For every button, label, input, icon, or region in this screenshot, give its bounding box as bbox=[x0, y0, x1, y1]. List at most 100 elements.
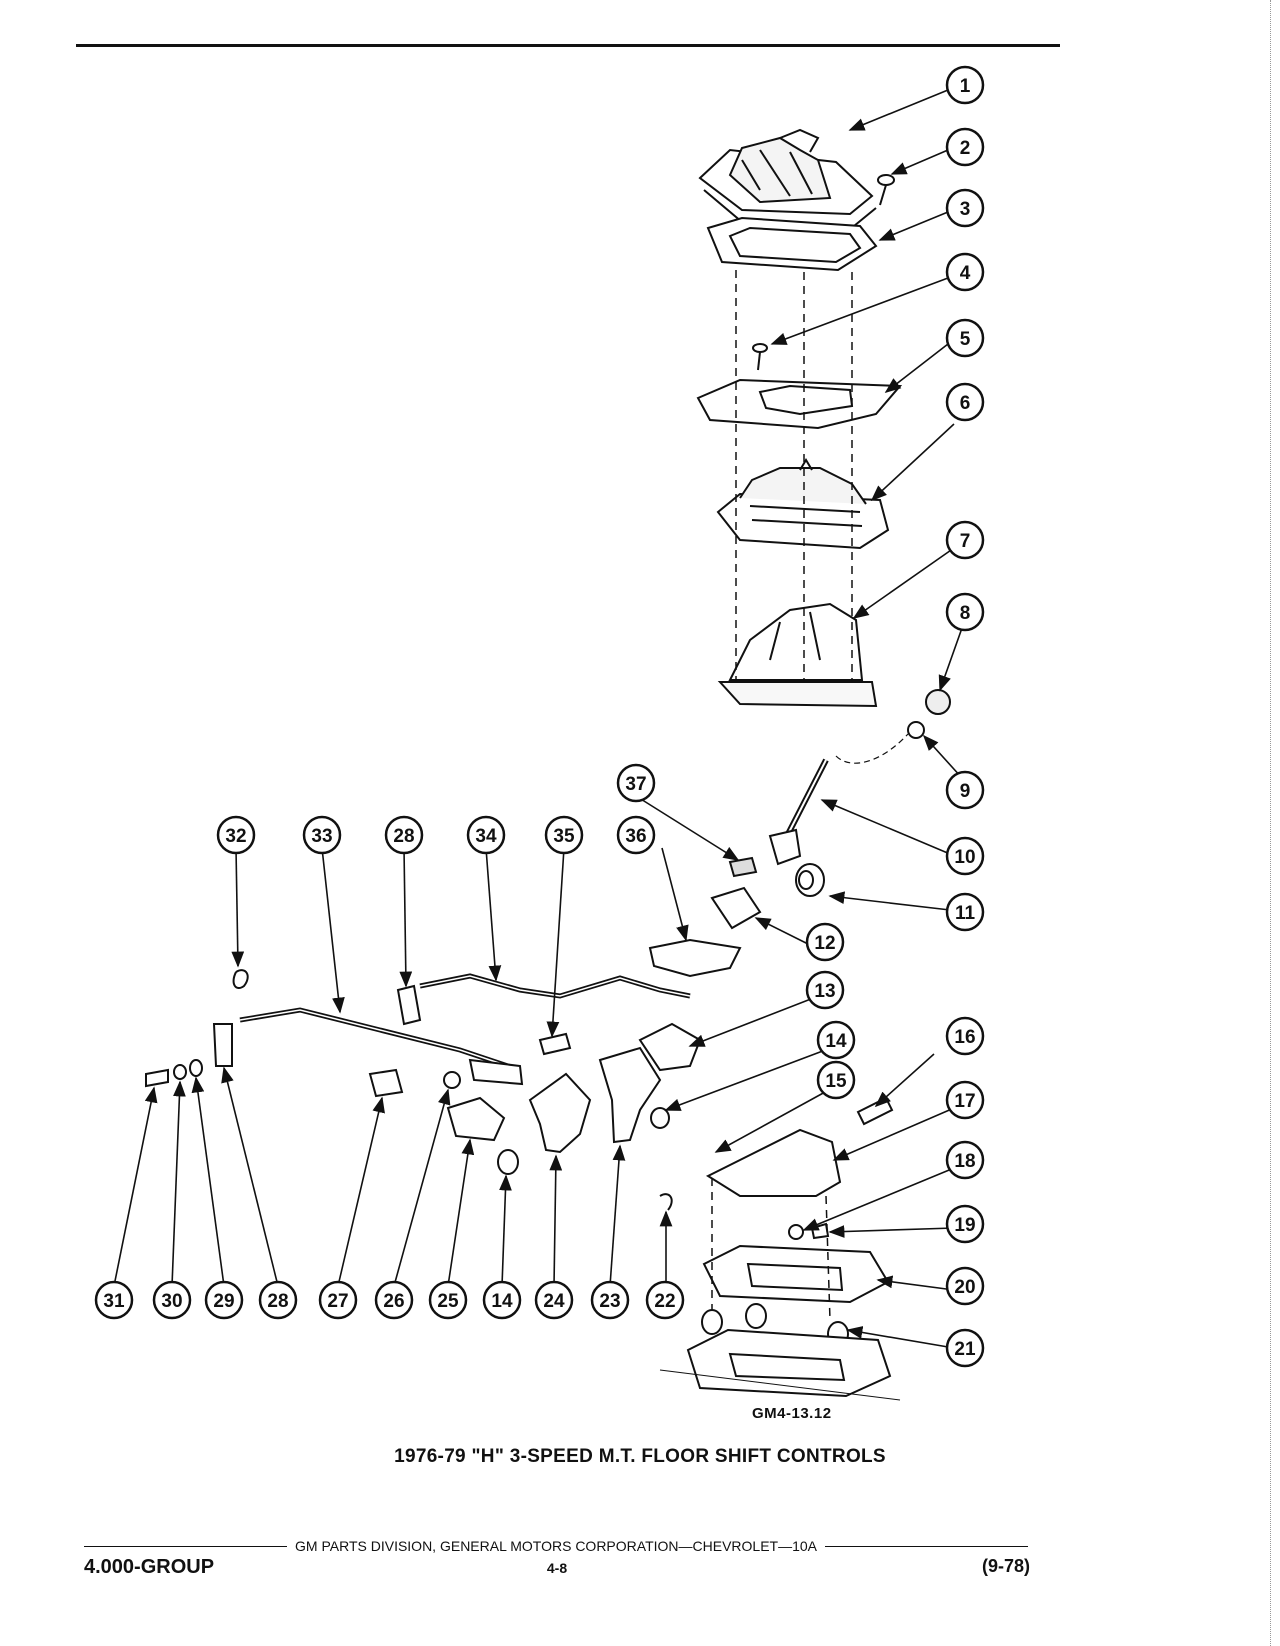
callout-14: 14 bbox=[482, 1280, 522, 1320]
callout-3: 3 bbox=[945, 188, 985, 228]
callout-label: 6 bbox=[960, 393, 971, 414]
lever-part-13 bbox=[638, 1022, 702, 1072]
callout-label: 9 bbox=[960, 781, 971, 802]
callout-circle bbox=[945, 318, 985, 358]
callout-28: 28 bbox=[258, 1280, 298, 1320]
callout-20: 20 bbox=[945, 1266, 985, 1306]
callout-circle bbox=[616, 815, 656, 855]
callout-circle bbox=[945, 592, 985, 632]
callout-circle bbox=[945, 836, 985, 876]
callout-5: 5 bbox=[945, 318, 985, 358]
callout-27: 27 bbox=[318, 1280, 358, 1320]
bolt-part-31 bbox=[145, 1068, 169, 1088]
callout-circle bbox=[945, 1328, 985, 1368]
callout-label: 14 bbox=[825, 1031, 847, 1052]
callout-label: 28 bbox=[393, 826, 414, 847]
housing-part-17 bbox=[705, 1128, 842, 1197]
callout-16: 16 bbox=[945, 1016, 985, 1056]
callout-circle bbox=[816, 1060, 856, 1100]
callout-circle bbox=[466, 815, 506, 855]
lever-part-23 bbox=[598, 1046, 662, 1144]
callout-18: 18 bbox=[945, 1140, 985, 1180]
callout-circle bbox=[945, 188, 985, 228]
shift-boot-part bbox=[698, 128, 877, 228]
callout-8: 8 bbox=[945, 592, 985, 632]
plate-part-25 bbox=[446, 1096, 506, 1142]
callout-label: 4 bbox=[960, 263, 971, 284]
retainer-part bbox=[706, 216, 878, 272]
callout-circle bbox=[945, 770, 985, 810]
nut-part-26 bbox=[443, 1071, 461, 1089]
callout-label: 23 bbox=[599, 1291, 620, 1312]
switch-part-27 bbox=[368, 1068, 404, 1098]
callout-22: 22 bbox=[645, 1280, 685, 1320]
stud-part-35 bbox=[538, 1032, 572, 1056]
callout-11: 11 bbox=[945, 892, 985, 932]
knob-part bbox=[925, 689, 951, 715]
grommet-part bbox=[795, 863, 825, 897]
callout-circle bbox=[94, 1280, 134, 1320]
callout-label: 36 bbox=[625, 826, 646, 847]
callout-4: 4 bbox=[945, 252, 985, 292]
insert-part-37 bbox=[728, 856, 758, 878]
callout-label: 13 bbox=[814, 981, 835, 1002]
callout-circle bbox=[805, 922, 845, 962]
callout-label: 29 bbox=[213, 1291, 234, 1312]
callout-14: 14 bbox=[816, 1020, 856, 1060]
callout-28: 28 bbox=[384, 815, 424, 855]
callout-30: 30 bbox=[152, 1280, 192, 1320]
callout-label: 3 bbox=[960, 199, 971, 220]
mounts-part-21 bbox=[701, 1303, 849, 1347]
callout-label: 10 bbox=[954, 847, 975, 868]
callout-6: 6 bbox=[945, 382, 985, 422]
callout-circle bbox=[645, 1280, 685, 1320]
callout-24: 24 bbox=[534, 1280, 574, 1320]
callout-label: 31 bbox=[103, 1291, 125, 1312]
footer-page-number: 4-8 bbox=[546, 1560, 568, 1576]
callout-circle bbox=[544, 815, 584, 855]
figure-code: GM4-13.12 bbox=[752, 1405, 832, 1422]
callout-circle bbox=[590, 1280, 630, 1320]
callout-31: 31 bbox=[94, 1280, 134, 1320]
clip-part-32 bbox=[232, 969, 249, 990]
callout-label: 30 bbox=[161, 1291, 182, 1312]
callout-37: 37 bbox=[616, 763, 656, 803]
callout-circle bbox=[428, 1280, 468, 1320]
callout-label: 26 bbox=[383, 1291, 404, 1312]
callout-label: 14 bbox=[491, 1291, 513, 1312]
bushing-part-14 bbox=[497, 1149, 519, 1175]
callout-7: 7 bbox=[945, 520, 985, 560]
callout-label: 32 bbox=[225, 826, 246, 847]
callout-label: 15 bbox=[825, 1071, 847, 1092]
footer-group: 4.000-GROUP bbox=[84, 1556, 215, 1578]
top-rule bbox=[76, 44, 1060, 47]
plate-part-5 bbox=[696, 378, 903, 430]
callout-circle bbox=[945, 1080, 985, 1120]
callout-circle bbox=[945, 252, 985, 292]
callout-label: 20 bbox=[954, 1277, 975, 1298]
callout-circle bbox=[945, 382, 985, 422]
callout-15: 15 bbox=[816, 1060, 856, 1100]
nut-part-9 bbox=[907, 721, 925, 739]
cover-part-7 bbox=[717, 602, 878, 708]
callout-label: 17 bbox=[954, 1091, 975, 1112]
screw-part-2 bbox=[877, 174, 895, 206]
callout-circle bbox=[945, 1266, 985, 1306]
washer-part-18 bbox=[788, 1224, 804, 1240]
callout-label: 27 bbox=[327, 1291, 348, 1312]
callout-circle bbox=[216, 815, 256, 855]
callout-circle bbox=[482, 1280, 522, 1320]
callout-23: 23 bbox=[590, 1280, 630, 1320]
callout-circle bbox=[945, 1016, 985, 1056]
callout-numbers: 1234567891011121314151617181920212223241… bbox=[94, 65, 985, 1368]
callout-25: 25 bbox=[428, 1280, 468, 1320]
callout-34: 34 bbox=[466, 815, 506, 855]
callout-circle bbox=[945, 520, 985, 560]
callout-9: 9 bbox=[945, 770, 985, 810]
callout-label: 11 bbox=[955, 903, 976, 924]
callout-label: 8 bbox=[960, 603, 971, 624]
callout-label: 12 bbox=[814, 933, 835, 954]
base-part-20 bbox=[702, 1244, 890, 1304]
bushing-part-15 bbox=[650, 1107, 670, 1129]
